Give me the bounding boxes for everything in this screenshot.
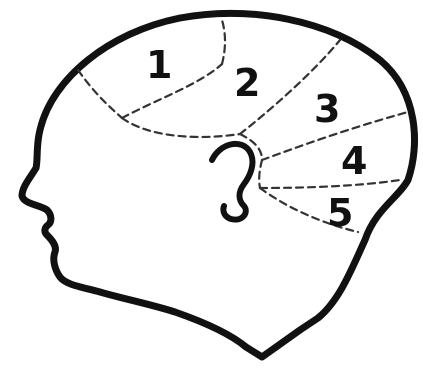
region-label-4: 4	[341, 139, 367, 183]
boundary-1c	[222, 20, 225, 64]
boundary-1a	[78, 70, 122, 118]
ear-outline	[212, 144, 252, 220]
boundary-4a	[259, 160, 262, 188]
region-label-3: 3	[314, 87, 340, 131]
boundary-4b	[260, 180, 400, 188]
region-label-5: 5	[327, 191, 353, 235]
region-label-1: 1	[146, 43, 172, 87]
region-label-2: 2	[234, 61, 260, 105]
boundary-2a	[122, 118, 240, 137]
